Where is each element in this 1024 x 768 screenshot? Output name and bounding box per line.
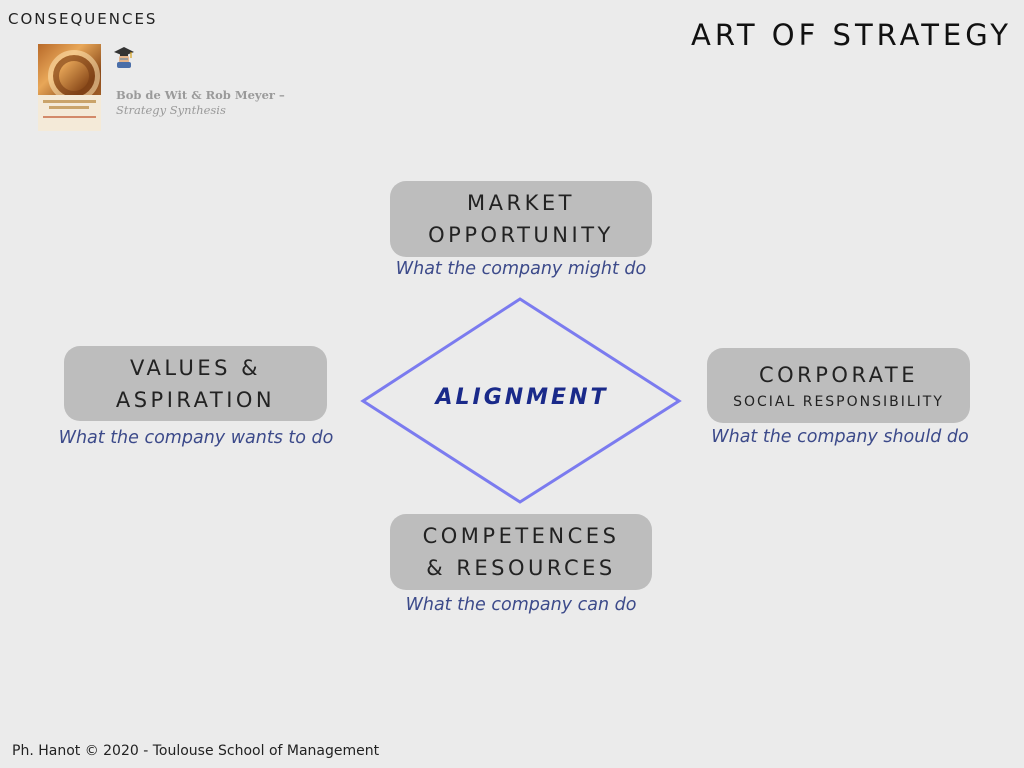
competences-caption: What the company can do	[405, 595, 637, 615]
values-caption: What the company wants to do	[58, 428, 334, 448]
csr-box: CORPORATE SOCIAL RESPONSIBILITY	[707, 348, 970, 423]
market-line1: MARKET	[467, 191, 575, 215]
slide-title: ART OF STRATEGY	[691, 18, 1012, 52]
citation-authors: Bob de Wit & Rob Meyer –	[116, 88, 285, 102]
competences-line2: & RESOURCES	[426, 556, 616, 580]
graduate-icon	[114, 47, 134, 68]
values-aspiration-box: VALUES & ASPIRATION	[64, 346, 327, 421]
section-label: CONSEQUENCES	[8, 10, 158, 28]
market-caption: What the company might do	[395, 259, 647, 279]
competences-resources-box: COMPETENCES & RESOURCES	[390, 514, 652, 590]
values-line2: ASPIRATION	[115, 387, 276, 412]
csr-caption: What the company should do	[711, 427, 969, 447]
competences-line1: COMPETENCES	[422, 524, 620, 548]
csr-line2: SOCIAL RESPONSIBILITY	[733, 393, 944, 410]
citation-book: Strategy Synthesis	[116, 103, 226, 117]
csr-line1: CORPORATE	[758, 362, 919, 387]
market-opportunity-box: MARKET OPPORTUNITY	[390, 181, 652, 257]
values-line1: VALUES &	[129, 355, 262, 380]
alignment-diamond	[360, 297, 682, 504]
footer-credit: Ph. Hanot © 2020 - Toulouse School of Ma…	[12, 743, 380, 759]
citation: Bob de Wit & Rob Meyer – Strategy Synthe…	[116, 88, 285, 118]
market-line2: OPPORTUNITY	[428, 223, 614, 247]
book-cover-image	[38, 44, 101, 131]
alignment-label: ALIGNMENT	[435, 385, 609, 410]
